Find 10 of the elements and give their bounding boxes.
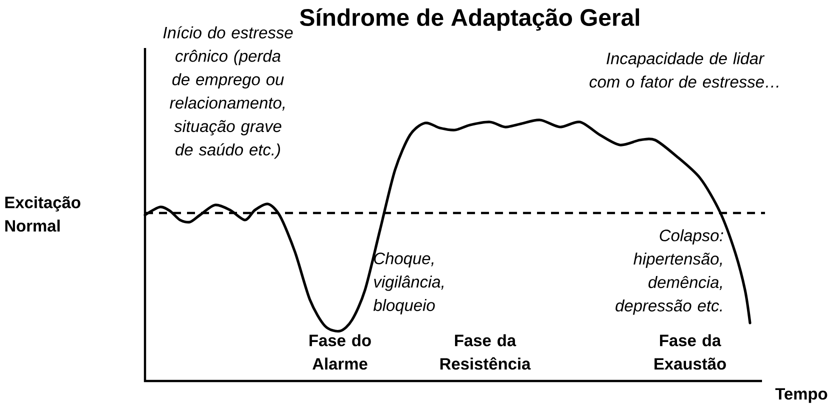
title: Síndrome de Adaptação Geral	[300, 8, 640, 31]
annotation-text: Incapacidade de lidar com o fator de estresse…	[590, 52, 778, 88]
phase-label: Fase da Exaustão	[654, 334, 726, 370]
phase-label: Fase da Resistência	[440, 334, 531, 370]
annotation-text: Choque, vigilância, bloqueio	[373, 252, 444, 314]
annotation-text: Colapso: hipertensão, demência, depressão etc.	[616, 229, 724, 315]
annotation-text: Início do estresse crônico (perda de emprego ou relacionamento, situação grave de saúdo etc.)	[163, 26, 293, 159]
axis-label: Excitação Normal	[5, 196, 80, 232]
phase-label: Fase do Alarme	[310, 334, 371, 370]
axis-label: Tempo	[775, 388, 828, 403]
